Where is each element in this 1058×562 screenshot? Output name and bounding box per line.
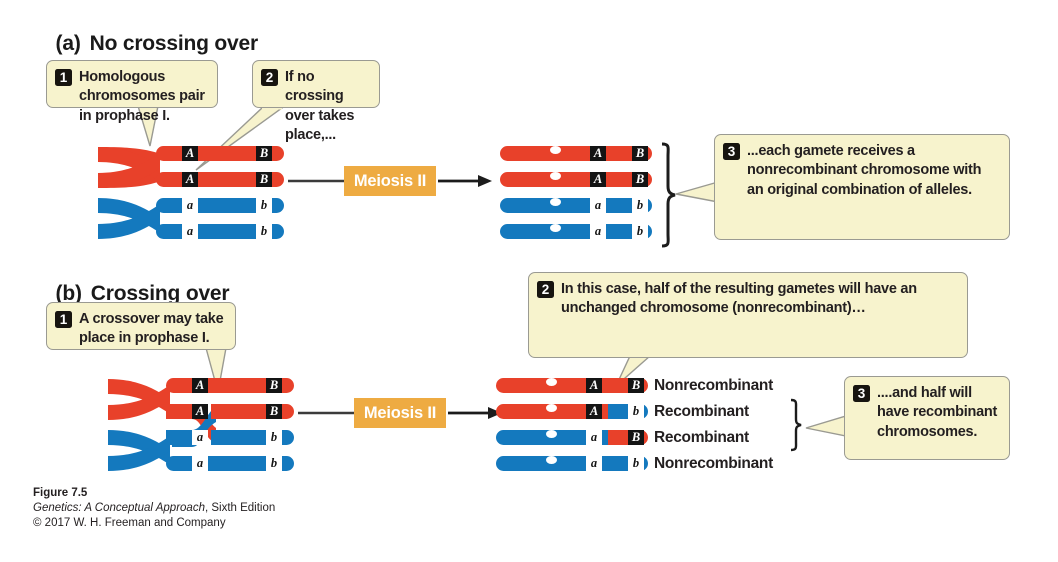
allele-B: B — [632, 172, 648, 187]
figure-caption: Figure 7.5 Genetics: A Conceptual Approa… — [33, 486, 275, 531]
allele-a: a — [182, 198, 198, 213]
centromere-pinch — [546, 378, 557, 386]
allele-A: A — [192, 378, 208, 393]
allele-B: B — [628, 430, 644, 445]
panel-a-products: A B A B a b a b — [500, 146, 660, 246]
section-b-heading: (b) Crossing over — [33, 258, 230, 330]
centromere-pinch — [550, 146, 561, 154]
allele-A: A — [586, 404, 602, 419]
caption-source: Genetics: A Conceptual Approach, Sixth E… — [33, 501, 275, 516]
callout-a3-text: ...each gamete receives a nonrecombinant… — [747, 143, 982, 198]
panel-b-products: A B A b a B a b — [496, 378, 656, 478]
section-b-title: Crossing over — [90, 282, 230, 305]
section-b-label: (b) — [55, 282, 82, 305]
meiosis-ii-label-a: Meiosis II — [353, 171, 427, 190]
allele-B: B — [256, 146, 272, 161]
callout-a3: 3 ...each gamete receives a nonrecombina… — [714, 134, 1010, 240]
callout-b3-badge: 3 — [853, 385, 870, 402]
centromere-pinch — [546, 404, 557, 412]
allele-A: A — [182, 172, 198, 187]
meiosis-b-lead-line — [298, 411, 356, 415]
allele-A: A — [182, 146, 198, 161]
panel-b-homolog-pair: A B A B a b a b — [106, 378, 296, 478]
allele-a: a — [192, 430, 208, 445]
callout-b1-text: A crossover may take place in prophase I… — [79, 311, 224, 347]
chromatid-b-red-2-left — [166, 404, 200, 419]
centromere-pinch — [546, 456, 557, 464]
callout-a2: 2 If no crossing over takes place,... — [252, 60, 380, 143]
meiosis-ii-button-b[interactable]: Meiosis II — [354, 398, 446, 428]
allele-A: A — [586, 378, 602, 393]
allele-A: A — [590, 172, 606, 187]
centromere-pinch — [546, 430, 557, 438]
callout-b2-text: In this case, half of the resulting game… — [561, 281, 917, 317]
allele-A: A — [192, 404, 208, 419]
product-chromosome — [500, 198, 652, 213]
outcome-label-row2: Recombinant — [654, 403, 749, 420]
caption-copyright: © 2017 W. H. Freeman and Company — [33, 517, 226, 529]
callout-a3-badge: 3 — [723, 143, 740, 160]
callout-a1: 1 Homologous chromosomes pair in prophas… — [46, 60, 218, 124]
caption-edition: , Sixth Edition — [204, 502, 276, 514]
panel-a-homolog-pair: A B A B a b a b — [96, 146, 286, 246]
allele-B: B — [256, 172, 272, 187]
caption-book-title: Genetics: A Conceptual Approach — [33, 502, 205, 514]
meiosis-a-lead-line — [288, 179, 346, 183]
meiosis-ii-label-b: Meiosis II — [363, 403, 437, 422]
callout-a2-text: If no crossing over takes place,... — [285, 69, 355, 143]
allele-b: b — [628, 456, 644, 471]
recombinant-group-brace — [790, 398, 802, 452]
callout-b3: 3 ....and half will have recombinant chr… — [844, 376, 1010, 460]
outcome-label-row3: Recombinant — [654, 429, 749, 446]
allele-B: B — [266, 378, 282, 393]
allele-A: A — [590, 146, 606, 161]
allele-B: B — [632, 146, 648, 161]
allele-a: a — [192, 456, 208, 471]
allele-b: b — [256, 224, 272, 239]
callout-b3-tail — [805, 415, 848, 437]
outcome-label-row4: Nonrecombinant — [654, 455, 773, 472]
chromatid-b-blue-1-left — [166, 430, 200, 445]
callout-b1: 1 A crossover may take place in prophase… — [46, 302, 236, 350]
caption-figure-number: Figure 7.5 — [33, 487, 88, 499]
allele-a: a — [590, 198, 606, 213]
centromere-pinch — [550, 172, 561, 180]
allele-b: b — [632, 198, 648, 213]
outcome-label-row1: Nonrecombinant — [654, 377, 773, 394]
section-a-heading: (a) No crossing over — [33, 8, 259, 80]
allele-a: a — [586, 430, 602, 445]
callout-b1-badge: 1 — [55, 311, 72, 328]
callout-a1-badge: 1 — [55, 69, 72, 86]
allele-a: a — [586, 456, 602, 471]
section-a-title: No crossing over — [89, 32, 259, 55]
allele-B: B — [628, 378, 644, 393]
allele-b: b — [632, 224, 648, 239]
centromere-pinch — [550, 224, 561, 232]
section-a-label: (a) — [55, 32, 81, 55]
product-chromosome — [500, 224, 652, 239]
allele-a: a — [182, 224, 198, 239]
callout-a1-text: Homologous chromosomes pair in prophase … — [79, 69, 205, 124]
allele-a: a — [590, 224, 606, 239]
meiosis-ii-button-a[interactable]: Meiosis II — [344, 166, 436, 196]
product-chromosome — [500, 146, 652, 161]
meiosis-a-arrow — [438, 175, 492, 187]
allele-B: B — [266, 404, 282, 419]
centromere-pinch — [550, 198, 561, 206]
panel-a-group-brace — [661, 142, 676, 248]
product-chromosome — [500, 172, 652, 187]
callout-b3-text: ....and half will have recombinant chrom… — [877, 385, 998, 440]
allele-b: b — [266, 456, 282, 471]
callout-b2-badge: 2 — [537, 281, 554, 298]
callout-a2-badge: 2 — [261, 69, 278, 86]
allele-b: b — [256, 198, 272, 213]
panel-a-chromatid-shapes — [98, 147, 160, 239]
callout-b2: 2 In this case, half of the resulting ga… — [528, 272, 968, 358]
allele-b: b — [266, 430, 282, 445]
callout-a3-tail — [675, 181, 720, 203]
allele-b: b — [628, 404, 644, 419]
